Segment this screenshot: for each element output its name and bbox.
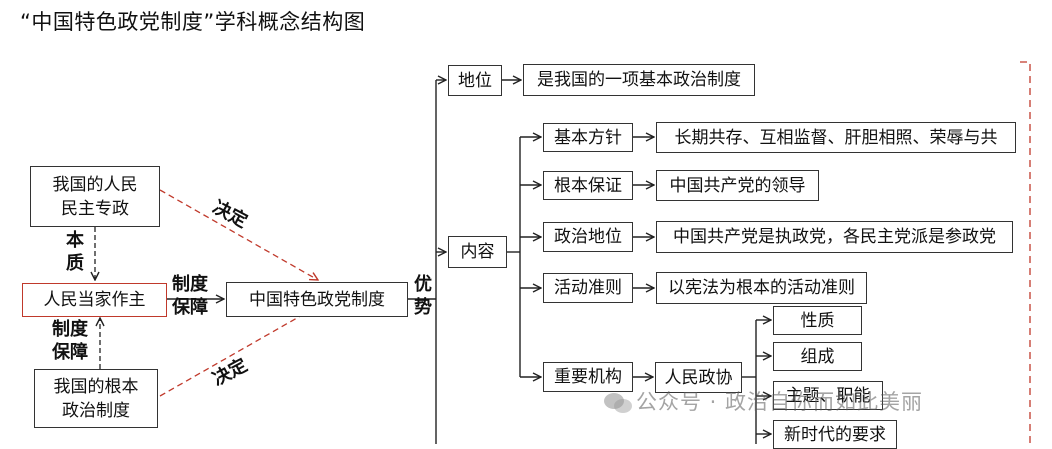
box-content: 内容 xyxy=(448,236,507,268)
box-basic-policy-desc: 长期共存、互相监督、肝胆相照、荣辱与共 xyxy=(656,122,1016,153)
box-composition: 组成 xyxy=(773,342,862,371)
diagram-title: “中国特色政党制度”学科概念结构图 xyxy=(20,10,366,34)
box-people-dictatorship: 我国的人民 民主专政 xyxy=(30,166,160,227)
box-fundamental-guarantee: 根本保证 xyxy=(543,171,633,200)
edge-gbzz-to-zgzd xyxy=(159,306,318,397)
label-advantage: 优 势 xyxy=(414,274,432,318)
box-fundamental-guarantee-desc: 中国共产党的领导 xyxy=(656,170,819,201)
box-basic-policy: 基本方针 xyxy=(543,123,633,152)
box-important-organ: 重要机构 xyxy=(543,362,633,392)
wechat-icon xyxy=(604,393,632,413)
box-party-system: 中国特色政党制度 xyxy=(226,282,408,317)
box-position: 地位 xyxy=(448,65,502,96)
box-activity-rule: 活动准则 xyxy=(543,273,633,303)
box-people-masters: 人民当家作主 xyxy=(22,283,167,317)
box-position-desc: 是我国的一项基本政治制度 xyxy=(523,64,755,96)
box-activity-rule-desc: 以宪法为根本的活动准则 xyxy=(656,272,867,304)
box-cppcc: 人民政协 xyxy=(655,362,742,393)
box-nature: 性质 xyxy=(773,306,862,335)
box-theme-function: 主题、职能 xyxy=(773,381,883,410)
label-essence: 本 质 xyxy=(66,230,84,274)
edge-rmmz-to-zgzd xyxy=(159,189,318,280)
label-system-guarantee-up: 制度 保障 xyxy=(52,319,88,363)
box-fundamental-political-system: 我国的根本 政治制度 xyxy=(34,369,158,428)
box-political-status-desc: 中国共产党是执政党，各民主党派是参政党 xyxy=(656,221,1013,253)
watermark-text: 公众号 · 政治自你而如此美丽 xyxy=(636,390,924,414)
label-system-guarantee-right: 制度 保障 xyxy=(172,274,208,318)
box-political-status: 政治地位 xyxy=(543,222,633,252)
box-new-era-requirements: 新时代的要求 xyxy=(773,420,897,449)
right-red-bracket xyxy=(1020,61,1031,444)
